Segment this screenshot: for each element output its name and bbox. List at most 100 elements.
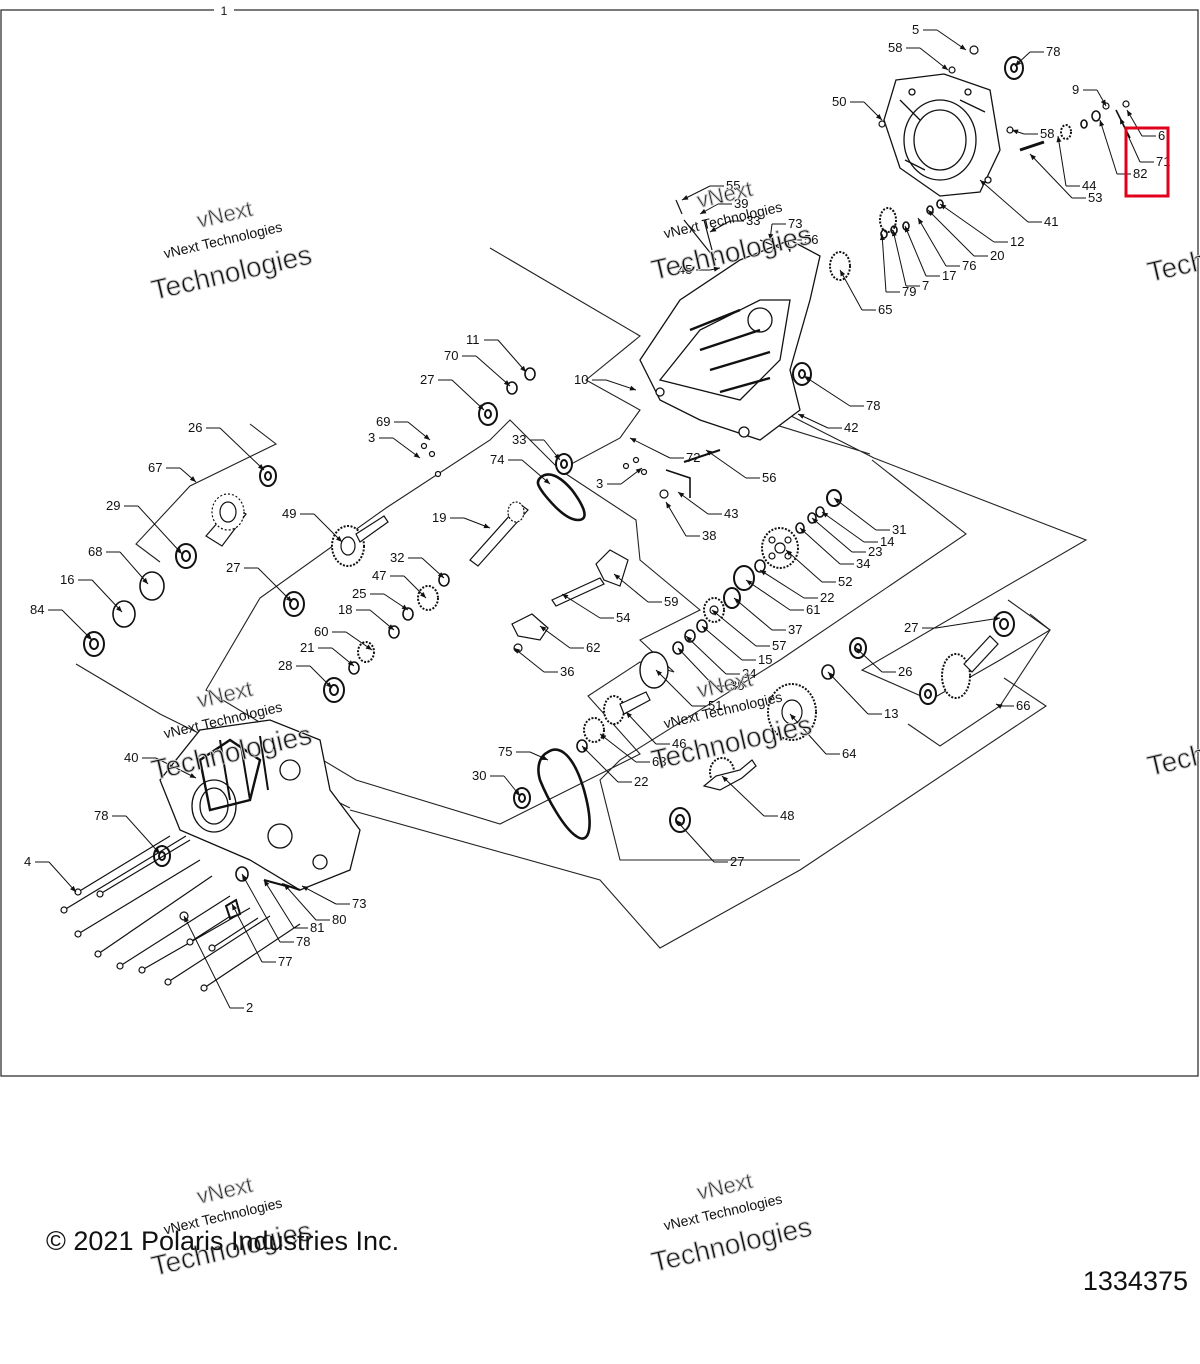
callout-leader <box>581 745 619 783</box>
callout-number: 33 <box>746 213 760 228</box>
callout-leader <box>231 903 263 963</box>
callout-arrowhead <box>600 734 607 740</box>
callout-arrowhead <box>800 528 807 534</box>
callout-42: 42 <box>797 413 858 435</box>
callout-number: 24 <box>742 666 756 681</box>
callout-61: 61 <box>745 579 820 617</box>
callout-number: 73 <box>788 216 802 231</box>
callout-44: 44 <box>1056 135 1096 193</box>
callout-59: 59 <box>613 573 678 609</box>
callout-number: 3 <box>368 430 375 445</box>
callout-number: 62 <box>586 640 600 655</box>
callout-arrowhead <box>760 570 767 576</box>
watermark-top-center: vNext vNext Technologies Technologies <box>648 175 815 286</box>
callout-number: 63 <box>652 754 666 769</box>
gear-64 <box>767 683 817 741</box>
callout-arrowhead <box>996 704 1003 709</box>
main-case-42 <box>639 239 821 441</box>
callout-number: 80 <box>332 912 346 927</box>
callout-number: 47 <box>372 568 386 583</box>
callout-56: 56 <box>705 449 776 485</box>
callout-number: 78 <box>296 934 310 949</box>
callout-number: 60 <box>314 624 328 639</box>
callout-22: 22 <box>759 569 834 605</box>
belt-75 <box>537 748 591 840</box>
callout-7: 7 <box>891 229 929 293</box>
callout-number: 40 <box>124 750 138 765</box>
gear-51 <box>639 651 669 689</box>
component-parts <box>60 45 1131 992</box>
callout-arrowhead <box>562 594 569 600</box>
callout-31: 31 <box>833 497 906 537</box>
callout-number: 33 <box>512 432 526 447</box>
callout-26: 26 <box>855 647 912 679</box>
callout-number: 19 <box>432 510 446 525</box>
callout-leader <box>219 427 265 471</box>
callout-leader <box>904 225 927 277</box>
callout-number: 82 <box>1133 166 1147 181</box>
callout-leader <box>821 511 865 543</box>
callout-number: 78 <box>1046 44 1060 59</box>
callout-63: 63 <box>599 733 666 769</box>
callout-number: 18 <box>338 602 352 617</box>
callout-number: 41 <box>1044 214 1058 229</box>
callout-27: 27 <box>420 372 485 411</box>
callout-number: 27 <box>730 854 744 869</box>
callout-arrowhead <box>437 572 444 578</box>
callout-arrowhead <box>798 414 805 419</box>
shift-fork-59 <box>595 549 629 587</box>
callout-arrowhead <box>543 478 550 484</box>
callout-arrowhead <box>891 230 897 237</box>
callout-arrowhead <box>686 636 693 642</box>
callout-number: 56 <box>804 232 818 247</box>
callout-52: 52 <box>785 549 852 589</box>
callout-number: 22 <box>634 774 648 789</box>
shaft-66 <box>941 635 999 699</box>
housing-parts <box>159 73 1001 891</box>
callout-leader <box>513 647 545 673</box>
callout-19: 19 <box>432 510 491 529</box>
callout-leader <box>48 861 77 893</box>
callout-number: 77 <box>278 954 292 969</box>
callout-leader <box>91 579 123 613</box>
callout-number: 78 <box>94 808 108 823</box>
callout-68: 68 <box>88 544 149 585</box>
callout-arrowhead <box>786 245 792 252</box>
callout-leader <box>799 527 841 565</box>
outline-mid-group <box>599 459 967 861</box>
callout-number: 27 <box>904 620 918 635</box>
callout-3: 3 <box>368 430 421 459</box>
callout-43: 43 <box>677 491 738 521</box>
callout-number: 17 <box>942 268 956 283</box>
callout-arrowhead <box>365 644 372 650</box>
callout-81: 81 <box>263 879 324 935</box>
callout-number: 34 <box>856 556 870 571</box>
callout-78: 78 <box>803 375 880 413</box>
callout-leader <box>677 491 709 515</box>
callout-number: 37 <box>788 622 802 637</box>
callout-arrowhead <box>812 518 819 524</box>
callout-57: 57 <box>711 609 786 653</box>
watermark-line3: Technologies <box>1144 715 1200 782</box>
callout-arrowhead <box>722 776 729 782</box>
belt-74 <box>536 473 586 522</box>
callout-arrowhead <box>1120 118 1125 125</box>
callout-27: 27 <box>675 819 744 869</box>
callout-arrowhead <box>325 681 332 688</box>
callout-number: 11 <box>466 332 480 347</box>
callout-84: 84 <box>30 602 93 641</box>
callout-arrowhead <box>875 113 882 120</box>
shift-fork-62 <box>511 613 549 641</box>
shaft-67 <box>205 493 247 547</box>
callout-9: 9 <box>1072 82 1107 107</box>
outline-66-bracket <box>907 613 1051 747</box>
callout-78: 78 <box>1014 44 1060 67</box>
callout-arrowhead <box>1056 136 1062 143</box>
callout-leader <box>839 269 863 311</box>
callout-21: 21 <box>300 640 355 667</box>
callout-arrowhead <box>712 610 719 616</box>
callout-number: 23 <box>868 544 882 559</box>
callout-number: 49 <box>282 506 296 521</box>
callout-leader <box>711 609 757 647</box>
